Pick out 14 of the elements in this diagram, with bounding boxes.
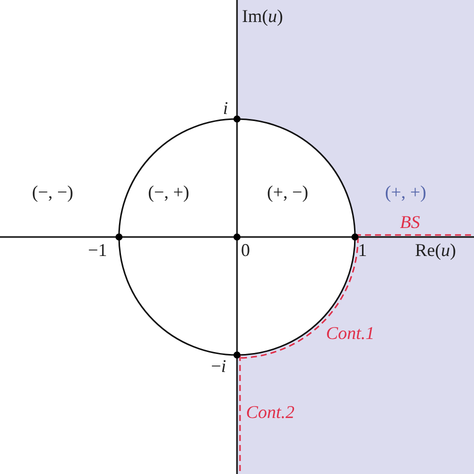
tick-label: 0 bbox=[241, 240, 250, 260]
contour-label: BS bbox=[400, 212, 420, 232]
tick-label: 1 bbox=[358, 240, 367, 260]
contour-label: Cont.1 bbox=[326, 323, 375, 343]
region-label: (+, +) bbox=[385, 182, 426, 202]
region-label: (+, −) bbox=[267, 182, 308, 202]
region-label: (−, −) bbox=[32, 182, 74, 202]
contour-label: Cont.2 bbox=[246, 402, 295, 422]
tick-label: −1 bbox=[88, 240, 108, 260]
point-label: −i bbox=[211, 356, 226, 376]
axis-label: Im(u) bbox=[242, 6, 283, 26]
point-label: i bbox=[223, 98, 228, 118]
region-label: (−, +) bbox=[148, 182, 190, 202]
axis-label: Re(u) bbox=[415, 240, 456, 260]
